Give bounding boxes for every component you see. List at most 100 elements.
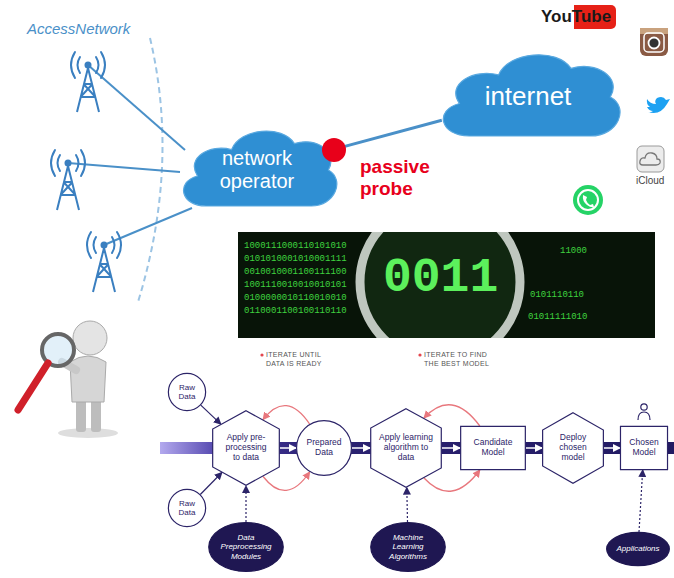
- tower-link: [88, 65, 185, 150]
- radio-waves: [87, 232, 121, 258]
- icon-lens: [649, 38, 660, 49]
- flow-arrow: [352, 447, 370, 449]
- note-bullet: [418, 353, 421, 356]
- node-label: network operator: [201, 147, 313, 193]
- cloud-node: internet: [430, 32, 626, 162]
- model-box: Chosen Model: [620, 426, 668, 470]
- node-text-box: Applications: [611, 544, 665, 553]
- node-label: Apply learning algorithm to data: [379, 433, 433, 462]
- radio-waves: [51, 150, 85, 176]
- binary-panel: [238, 202, 655, 362]
- node-text-box: Chosen Model: [623, 438, 665, 458]
- figure-shadow: [58, 428, 118, 438]
- icon-frame: [644, 33, 664, 52]
- user-head: [641, 404, 647, 410]
- circle-shape: [168, 489, 205, 526]
- icon-body: [637, 146, 664, 172]
- network-link: [332, 120, 442, 150]
- oval-shape: [209, 523, 283, 572]
- data-circle: Prepared Data: [296, 420, 352, 476]
- module-oval: Applications: [606, 532, 670, 566]
- region-label: AccessNetwork: [27, 20, 130, 37]
- input-arrow: [245, 486, 246, 522]
- binary-digits: 0011: [383, 254, 498, 302]
- node-text-box: internet: [453, 82, 603, 112]
- hex-shape: [213, 411, 280, 485]
- node-text-box: Raw Data: [172, 499, 202, 517]
- flow-arrow: [200, 473, 222, 495]
- circle-shape: [168, 373, 205, 410]
- node-text-box: Deploy chosen model: [550, 433, 596, 462]
- node-text-box: Machine Learning Algorithms: [378, 533, 438, 561]
- probe-label: passive probe: [360, 156, 452, 200]
- user-icon: [638, 404, 650, 420]
- node-text-box: network operator: [201, 147, 313, 193]
- node-text-box: Data Preprocessing Modules: [216, 533, 276, 561]
- icon-body: [640, 28, 668, 56]
- cell-tower: [71, 52, 105, 112]
- process-hexagon: Deploy chosen model: [542, 412, 604, 484]
- tower-antenna: [101, 242, 108, 249]
- input-arrow: [406, 488, 408, 522]
- app-logo: YouTube: [536, 5, 616, 29]
- icon-ring: [578, 190, 598, 210]
- whatsapp-icon: [573, 185, 603, 215]
- node-label: Raw Data: [172, 383, 202, 401]
- flow-arrow: [442, 447, 460, 449]
- figure-body: [70, 356, 106, 402]
- node-text-box: Raw Data: [172, 383, 202, 401]
- note-bullet: [260, 353, 263, 356]
- tower-antenna: [85, 62, 92, 69]
- binary-row: 0101110110: [530, 290, 584, 301]
- oval-shape: [371, 523, 445, 572]
- node-label: Prepared Data: [302, 438, 346, 458]
- iteration-loop: [263, 472, 310, 490]
- flow-arrow: [604, 447, 620, 449]
- process-hexagon: Apply learning algorithm to data: [370, 408, 442, 488]
- flow-arrow: [526, 447, 542, 449]
- node-text-box: Prepared Data: [302, 438, 346, 458]
- magnifier-handle: [18, 363, 48, 410]
- user-body: [638, 412, 650, 420]
- node-label: Raw Data: [172, 499, 202, 517]
- twitter-icon: [647, 97, 670, 113]
- radio-waves: [71, 52, 105, 78]
- binary-row: 11000: [560, 246, 587, 257]
- tower-links: [68, 65, 192, 245]
- magnifier-lens: [360, 232, 520, 338]
- cloud-shape: [443, 55, 620, 136]
- tower-mast: [77, 68, 99, 112]
- icon-body: [573, 185, 603, 215]
- cell-tower: [51, 150, 85, 210]
- module-oval: Data Preprocessing Modules: [208, 522, 284, 572]
- binary-row: 01011111010: [528, 312, 587, 323]
- cloud-node: network operator: [172, 110, 342, 230]
- cell-tower: [87, 232, 121, 292]
- tower-mast: [93, 248, 115, 292]
- flow-arrow: [201, 405, 221, 424]
- tower-mast: [57, 166, 79, 210]
- binary-row: 0101010001010001111: [244, 254, 347, 265]
- node-text-box: Apply learning algorithm to data: [379, 433, 433, 462]
- rect-shape: [620, 426, 667, 469]
- circle-shape: [297, 421, 352, 476]
- hex-shape: [543, 413, 604, 484]
- binary-row: 1000111000110101010: [244, 241, 347, 252]
- node-label: Machine Learning Algorithms: [378, 533, 438, 561]
- cloud-shape: [184, 131, 337, 206]
- icon-handset: [583, 195, 594, 207]
- hex-shape: [371, 409, 442, 487]
- app-name: iCloud: [636, 175, 664, 186]
- data-circle: Raw Data: [168, 373, 206, 411]
- node-label: internet: [453, 82, 603, 112]
- node-label: Chosen Model: [623, 438, 665, 458]
- node-label: Deploy chosen model: [550, 433, 596, 462]
- iteration-loop: [263, 406, 310, 424]
- node-text-box: Apply pre-processing to data: [221, 433, 271, 462]
- module-oval: Machine Learning Algorithms: [370, 522, 446, 572]
- iteration-note: ITERATE UNTIL DATA IS READY: [266, 350, 340, 368]
- iteration-note: ITERATE TO FIND THE BEST MODEL: [424, 350, 504, 368]
- flow-arrow: [280, 447, 296, 449]
- process-hexagon: Apply pre-processing to data: [212, 410, 280, 486]
